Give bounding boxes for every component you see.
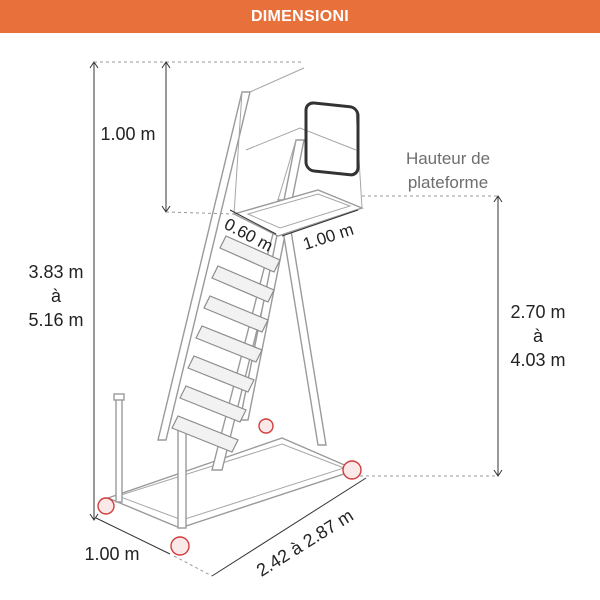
back-post-cap	[113, 393, 125, 401]
step	[203, 295, 269, 333]
wheel	[258, 418, 274, 434]
label-platform-height-title-2: plateforme	[408, 173, 488, 192]
label-total-height-2: à	[51, 286, 62, 306]
guardrail-diagonal	[277, 139, 297, 201]
dim-platform-depth	[229, 209, 277, 235]
label-guardrail-height: 1.00 m	[100, 124, 155, 144]
header-banner: DIMENSIONI	[0, 0, 600, 33]
ladder-structure	[97, 67, 365, 556]
step	[219, 235, 281, 273]
dim-base-width	[95, 517, 171, 555]
step	[195, 325, 263, 363]
step	[179, 385, 247, 423]
dim-platform-width	[281, 209, 359, 237]
wheel	[170, 536, 190, 556]
safety-gate	[304, 101, 360, 177]
guardrail-left	[233, 91, 243, 215]
label-platform-height-2: à	[533, 326, 544, 346]
step	[187, 355, 255, 393]
back-post	[115, 397, 123, 503]
label-platform-height-1: 2.70 m	[510, 302, 565, 322]
wheel	[97, 497, 115, 515]
step	[211, 265, 275, 303]
guardrail-mid	[245, 127, 357, 151]
dimension-lines	[89, 61, 503, 577]
label-platform-height-3: 4.03 m	[510, 350, 565, 370]
header-title: DIMENSIONI	[250, 7, 350, 25]
label-platform-height-title-1: Hauteur de	[406, 149, 490, 168]
label-total-height-1: 3.83 m	[28, 262, 83, 282]
label-total-height-3: 5.16 m	[28, 310, 83, 330]
wheel	[342, 460, 362, 480]
step	[171, 415, 239, 453]
platform-grating	[246, 193, 352, 229]
dim-base-length	[211, 477, 367, 577]
label-base-width: 1.00 m	[84, 544, 139, 564]
front-post	[177, 429, 187, 529]
steps	[171, 235, 281, 453]
guardrail-top	[249, 67, 305, 93]
wheels	[97, 418, 362, 556]
